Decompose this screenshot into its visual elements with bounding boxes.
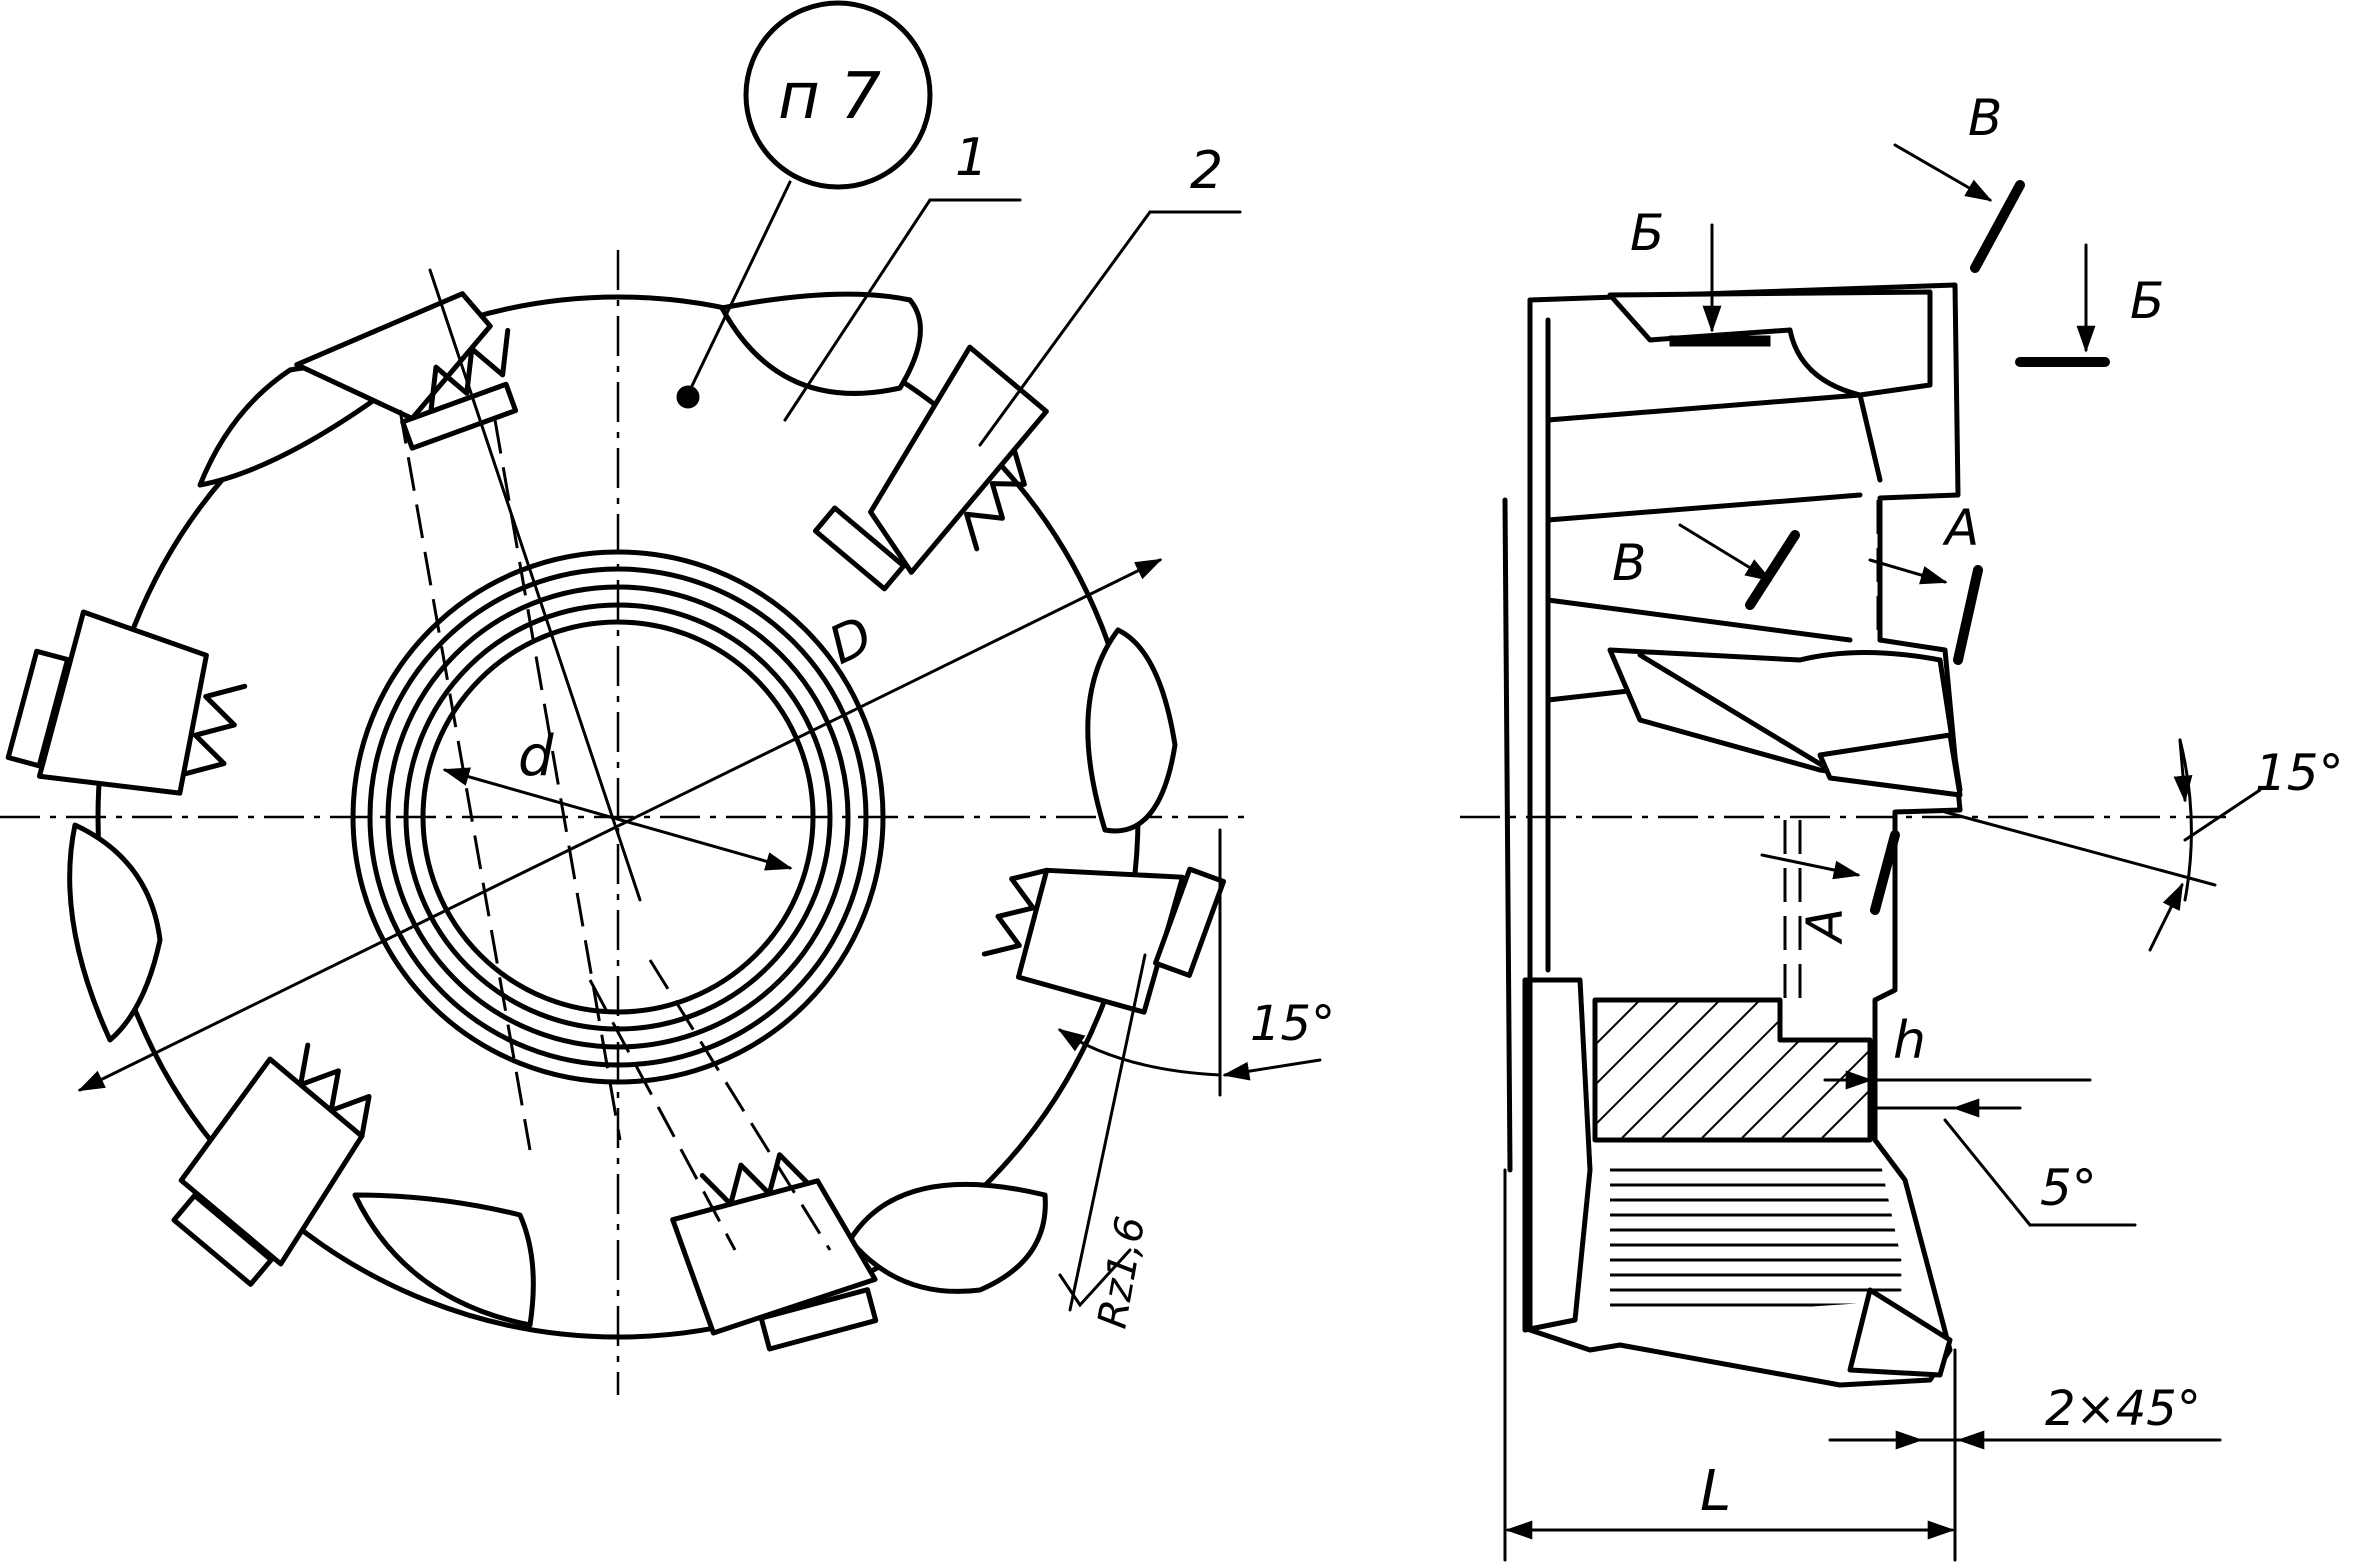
section-v-label-1: В xyxy=(1968,89,2002,147)
side-insert-bar xyxy=(1669,335,1771,347)
angle15-arrow-down xyxy=(2148,882,2184,952)
callout-2: 2 xyxy=(1190,141,1223,201)
angle-label-15: 15° xyxy=(1250,996,1335,1052)
h-label: h xyxy=(1893,1011,1926,1071)
note-label: п 7 xyxy=(778,60,881,134)
side-view: Б Б В В А А 15° h 5° xyxy=(1460,89,2344,1562)
angle-arrow-15 xyxy=(1222,1058,1322,1081)
tooth-bottom-right xyxy=(670,1152,879,1352)
section-a-label-2: А xyxy=(1796,908,1854,945)
note-balloon xyxy=(743,0,933,190)
angle15-label: 15° xyxy=(2255,744,2344,802)
label-D: D xyxy=(820,605,882,676)
side-mid-insert-diagonal xyxy=(1637,652,1833,773)
section-v-cut-2 xyxy=(1745,530,1800,610)
section-b-label-2: Б xyxy=(2130,272,2164,330)
angle-arc-15 xyxy=(1057,1028,1222,1077)
angle15-extension xyxy=(1943,810,2217,887)
angle15-leader xyxy=(2183,788,2262,842)
five-deg-label: 5° xyxy=(2040,1159,2097,1217)
chamfer-label: 2×45° xyxy=(2045,1381,2201,1437)
tooth-right xyxy=(981,866,1227,1015)
knurled-ribs xyxy=(1610,1168,1902,1307)
tooth-left xyxy=(5,609,248,796)
tooth-bottom-left xyxy=(171,1042,372,1287)
angle15-arrow-up xyxy=(2173,738,2193,803)
callout-1: 1 xyxy=(955,128,988,188)
lower-insert xyxy=(1847,1287,1953,1378)
dimension-line-d xyxy=(442,767,793,871)
section-a-arrow-2 xyxy=(1760,853,1861,880)
callout-1-leader-slant xyxy=(783,198,932,422)
roughness-leader xyxy=(1068,953,1147,1312)
L-label: L xyxy=(1700,1459,1731,1524)
marker-dot xyxy=(676,385,700,409)
front-view: D d п 7 1 2 15° Rz1,6 xyxy=(0,0,1335,1395)
side-body-outline xyxy=(1527,282,1963,1388)
roughness-symbol xyxy=(1058,1248,1132,1308)
section-v-arrow-2 xyxy=(1678,523,1773,582)
roughness-label: Rz1,6 xyxy=(1090,1213,1155,1332)
note-leader xyxy=(688,180,792,392)
five-deg-leader xyxy=(1943,1118,2032,1227)
tooth-top-left xyxy=(294,291,519,451)
hidden-line-4 xyxy=(588,979,737,1251)
left-edge-1 xyxy=(1502,497,1513,1173)
callout-2-leader-slant xyxy=(978,210,1152,447)
side-mid-insert-tip xyxy=(1817,732,1963,798)
angle15-arc xyxy=(2178,738,2193,902)
section-a-cut-1 xyxy=(1953,565,1983,665)
side-top-insert xyxy=(1607,289,1933,398)
section-a-label-1: А xyxy=(1942,499,1979,557)
section-a-arrow-1 xyxy=(1868,558,1948,585)
section-b-label-1: Б xyxy=(1630,204,1664,262)
section-v-cut-1 xyxy=(1970,180,2025,273)
lower-flange xyxy=(1522,977,1593,1333)
section-a-cut-2 xyxy=(1870,830,1900,915)
label-d: d xyxy=(518,724,554,789)
section-v-label-2: В xyxy=(1612,534,1646,592)
section-v-arrow-1 xyxy=(1893,143,1993,202)
